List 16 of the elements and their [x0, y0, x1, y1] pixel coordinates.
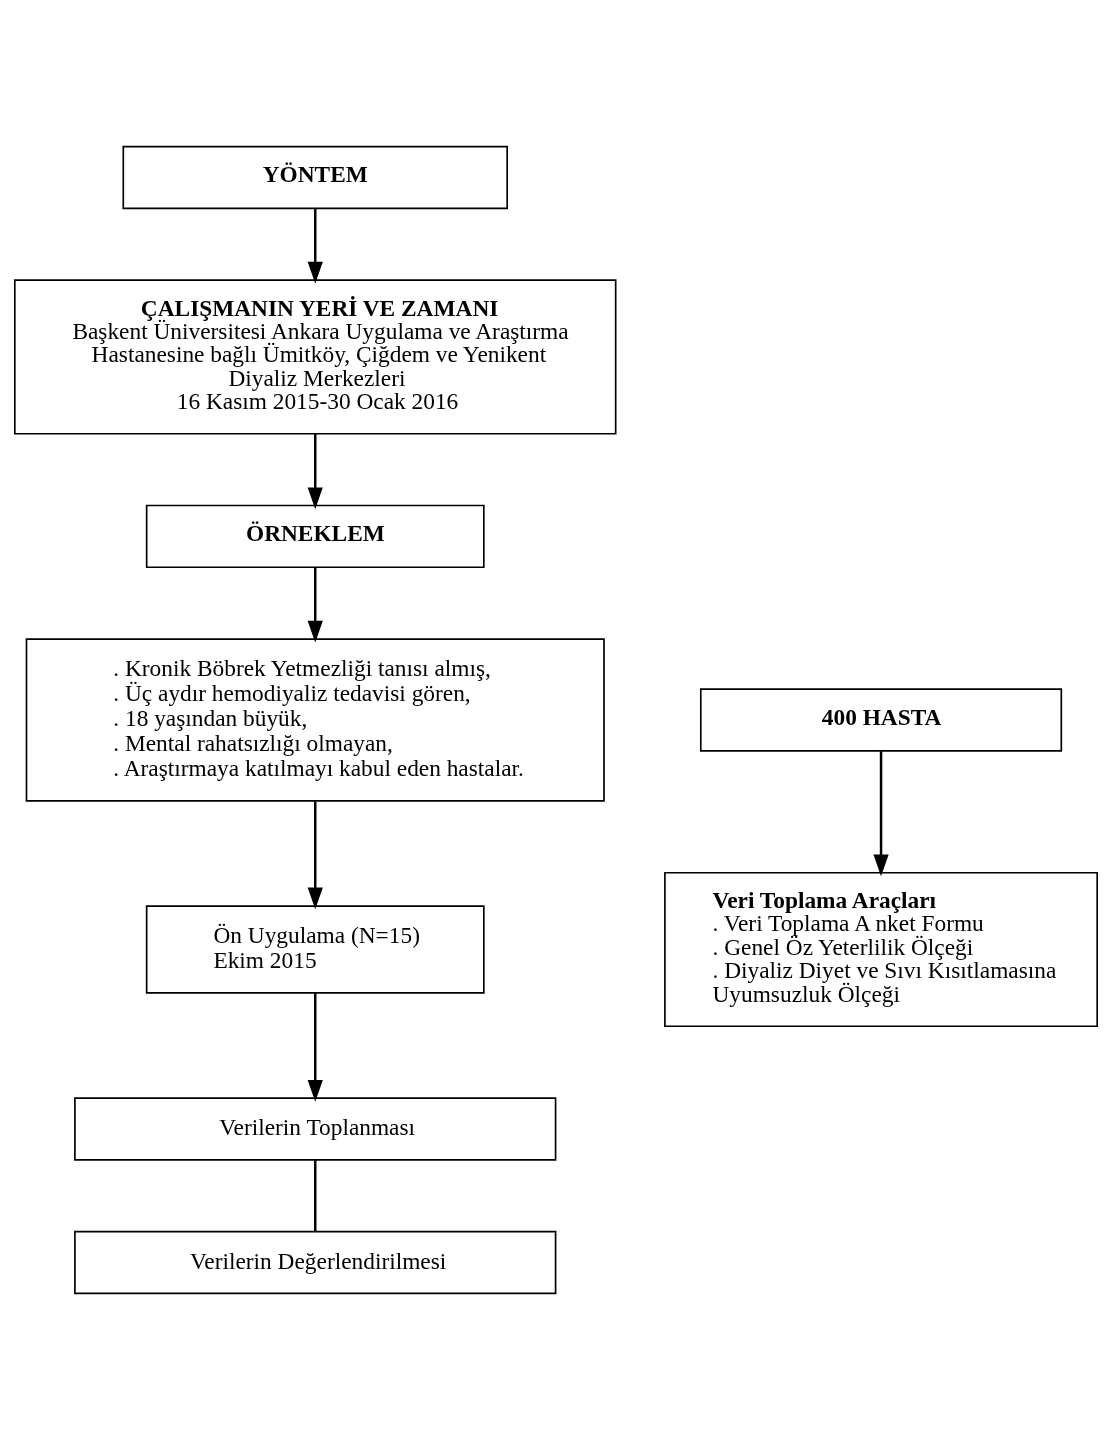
arrow: [307, 992, 323, 1102]
node-box: Verilerin Değerlendirilmesi: [74, 1230, 557, 1295]
node-box: 400 HASTA: [699, 688, 1063, 752]
node-box: YÖNTEM: [122, 145, 508, 210]
node-box: Verilerin Toplanması: [74, 1097, 557, 1161]
arrow: [873, 751, 889, 877]
node-box: Ön Uygulama (N=15) Ekim 2015: [145, 905, 485, 994]
arrow: [307, 433, 323, 510]
node-box: Veri Toplama Araçları . Veri Toplama A nket Formu . Genel Öz Yeterlilik Ölçeği . Diyaliz Diyet ve Sıvı Kısıtlamasına Uyumsuzluk Ölçeği: [664, 871, 1099, 1028]
connector: [314, 1160, 317, 1232]
arrow: [307, 567, 323, 643]
arrow: [307, 801, 323, 910]
arrow: [307, 209, 323, 284]
node-box: ÇALIŞMANIN YERİ VE ZAMANI Başkent Üniversitesi Ankara Uygulama ve Araştırma Hastanesine bağlı Ümitköy, Çiğdem ve Yenikent Diyaliz Merkezleri 16 Kasım 2015-30 Ocak 2016: [13, 279, 617, 435]
node-box: . Kronik Böbrek Yetmezliği tanısı almış, . Üç aydır hemodiyaliz tedavisi gören, . 18 yaşından büyük, . Mental rahatsızlığı olmayan, . Araştırmaya katılmayı kabul eden hastalar.: [25, 638, 605, 802]
node-box: ÖRNEKLEM: [145, 504, 485, 569]
